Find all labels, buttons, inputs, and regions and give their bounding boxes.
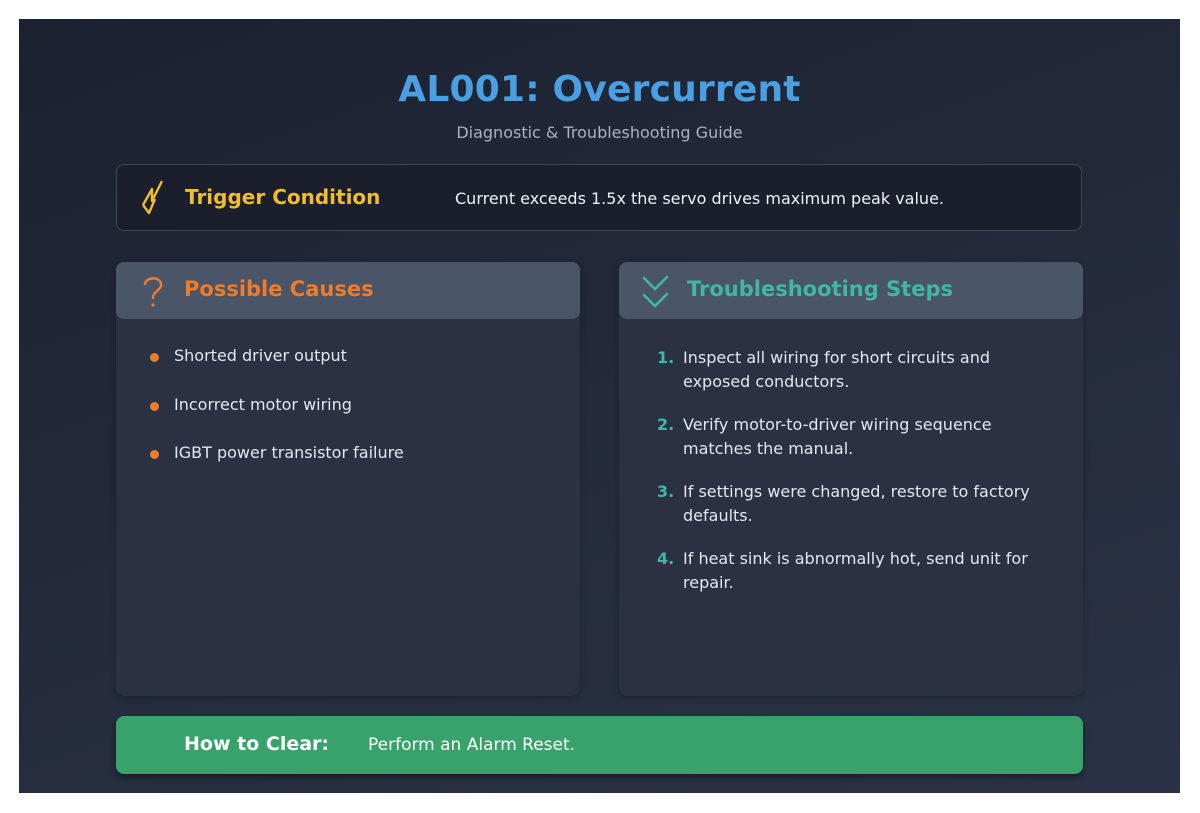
step-number: 2.	[657, 415, 675, 434]
list-item: 2. Verify motor-to-driver wiring sequence…	[657, 413, 1043, 461]
step-text: Verify motor-to-driver wiring sequence m…	[683, 415, 992, 458]
double-chevron-down-icon	[642, 275, 669, 308]
step-number: 3.	[657, 482, 675, 501]
possible-causes-header: Possible Causes	[116, 262, 580, 319]
cause-text: Shorted driver output	[174, 346, 347, 365]
lightning-icon	[141, 180, 164, 215]
troubleshooting-steps-title: Troubleshooting Steps	[687, 277, 953, 301]
cause-text: Incorrect motor wiring	[174, 394, 352, 414]
troubleshooting-steps-header: Troubleshooting Steps	[619, 262, 1083, 319]
step-text: If settings were changed, restore to fac…	[683, 482, 1030, 525]
list-item: Incorrect motor wiring	[150, 395, 404, 444]
cause-text: IGBT power transistor failure	[174, 443, 404, 462]
list-item: 3. If settings were changed, restore to f…	[657, 480, 1043, 528]
bullet-icon	[150, 353, 159, 362]
step-number: 1.	[657, 348, 675, 367]
trigger-condition-box: Trigger Condition Current exceeds 1.5x t…	[116, 164, 1082, 231]
list-item: 4. If heat sink is abnormally hot, send u…	[657, 547, 1043, 595]
list-item: IGBT power transistor failure	[150, 443, 404, 492]
troubleshooting-steps-panel: Troubleshooting Steps 1. Inspect all wiri…	[619, 262, 1083, 696]
possible-causes-panel: Possible Causes Shorted driver output In…	[116, 262, 580, 696]
step-text: If heat sink is abnormally hot, send uni…	[683, 549, 1028, 592]
how-to-clear-value: Perform an Alarm Reset.	[368, 735, 576, 755]
list-item: 1. Inspect all wiring for short circuits …	[657, 346, 1043, 394]
causes-list: Shorted driver output Incorrect motor wi…	[150, 346, 404, 492]
bullet-icon	[150, 401, 159, 411]
question-icon	[143, 277, 163, 307]
page-subtitle: Diagnostic & Troubleshooting Guide	[456, 123, 743, 142]
how-to-clear-label: How to Clear:	[184, 733, 330, 755]
steps-list: 1. Inspect all wiring for short circuits …	[657, 346, 1043, 614]
step-number: 4.	[657, 549, 675, 568]
step-text: Inspect all wiring for short circuits an…	[683, 348, 991, 391]
how-to-clear-bar: How to Clear: Perform an Alarm Reset.	[116, 716, 1083, 774]
possible-causes-title: Possible Causes	[184, 277, 374, 301]
list-item: Shorted driver output	[150, 346, 404, 395]
bullet-icon	[150, 450, 159, 459]
trigger-description: Current exceeds 1.5x the servo drives ma…	[455, 189, 944, 208]
page-title: AL001: Overcurrent	[398, 69, 801, 110]
trigger-label: Trigger Condition	[185, 185, 381, 209]
